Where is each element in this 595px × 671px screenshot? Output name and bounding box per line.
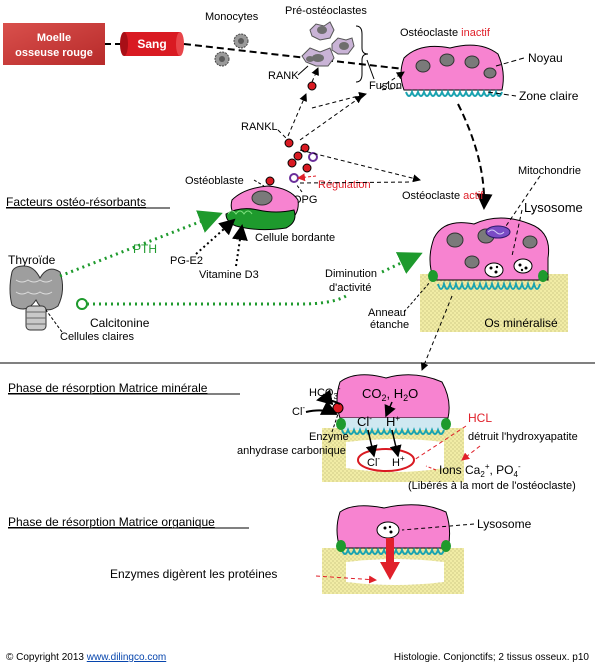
moelle-label-1: Moelle [37, 32, 71, 44]
enzyme-label-2: anhydrase carbonique [237, 445, 346, 457]
active-osteoclast [428, 217, 550, 290]
liberes-label: (Libérés à la mort de l'ostéoclaste) [408, 480, 576, 492]
moelle-label-2: osseuse rouge [15, 47, 93, 59]
rankl-label: RANKL [241, 121, 278, 133]
diminution-label-1: Diminution [325, 268, 377, 280]
anneau-label-2: étanche [370, 319, 409, 331]
pth-label: PTH [133, 242, 157, 256]
monocytes-label: Monocytes [205, 11, 259, 23]
hco3-label: HCO3- [309, 384, 341, 401]
os-mineralise-label: Os minéralisé [484, 316, 558, 330]
website-link[interactable]: www.dilingco.com [86, 652, 167, 663]
sang-vessel: Sang [120, 32, 184, 56]
ions-label: Ions Ca2+, PO4- [439, 462, 521, 479]
osteoclaste-inactif-label: Ostéoclaste inactif [400, 27, 491, 39]
enzyme-label-1: Enzyme [309, 431, 349, 443]
copyright-text: © Copyright 2013 [6, 652, 84, 663]
pg-e2-label: PG-E2 [170, 255, 203, 267]
cl-in-label: Cl- [357, 414, 372, 429]
anneau-label-1: Anneau [368, 307, 406, 319]
cellule-bordante-label: Cellule bordante [255, 232, 335, 244]
vitamine-d3-label: Vitamine D3 [199, 269, 259, 281]
facteurs-heading: Facteurs ostéo-résorbants [6, 195, 146, 209]
osteoclaste-actif-label: Ostéoclaste actif [402, 190, 484, 202]
thyroid-gland [9, 265, 64, 331]
osteoblaste-label: Ostéoblaste [185, 175, 244, 187]
phase-minerale-heading: Phase de résorption Matrice minérale [8, 381, 208, 395]
pre-osteoclast-cells [301, 21, 355, 67]
monocyte-cells [214, 33, 249, 67]
cellules-claires-label: Cellules claires [60, 331, 134, 343]
regulation-label: Régulation [318, 179, 371, 191]
co2-h2o-label: CO2, H2O [362, 386, 418, 403]
noyau-label: Noyau [528, 51, 563, 65]
pre-osteoclastes-label: Pré-ostéoclastes [285, 5, 367, 17]
sang-label: Sang [137, 37, 166, 51]
inactive-osteoclast [400, 44, 504, 97]
lysosome-label: Lysosome [524, 200, 583, 215]
h-in-label: H+ [386, 414, 400, 429]
enzymes-digerent-label: Enzymes digèrent les protéines [110, 567, 277, 581]
h-lacuna-label: H+ [392, 454, 405, 469]
phase-organique-heading: Phase de résorption Matrice organique [8, 515, 215, 529]
diminution-label-2: d'activité [329, 282, 371, 294]
hcl-label: HCL [468, 411, 492, 425]
detruit-label: détruit l'hydroxyapatite [468, 431, 578, 443]
zone-claire-label: Zone claire [519, 89, 579, 103]
moelle-box: Moelle osseuse rouge [3, 23, 105, 65]
rank-label: RANK [268, 70, 299, 82]
cl-lacuna-label: Cl- [367, 454, 380, 469]
opg-label: OPG [293, 194, 317, 206]
footer-source: Histologie. Conjonctifs; 2 tissus osseux… [394, 652, 589, 663]
lysosome-2-label: Lysosome [477, 517, 532, 531]
osteoblast-cell [225, 185, 299, 231]
fusion-label: Fusion [369, 80, 402, 92]
source-text: Histologie. Conjonctifs; 2 tissus osseux… [393, 652, 589, 663]
organic-phase-osteoclast [322, 504, 464, 594]
thyroide-label: Thyroïde [8, 253, 56, 267]
footer-copyright: © Copyright 2013 www.dilingco.com [6, 652, 166, 663]
cl-out-label: Cl- [292, 403, 305, 418]
rankl-molecules [265, 138, 318, 186]
calcitonine-label: Calcitonine [90, 316, 150, 330]
mitochondrie-label: Mitochondrie [518, 165, 581, 177]
